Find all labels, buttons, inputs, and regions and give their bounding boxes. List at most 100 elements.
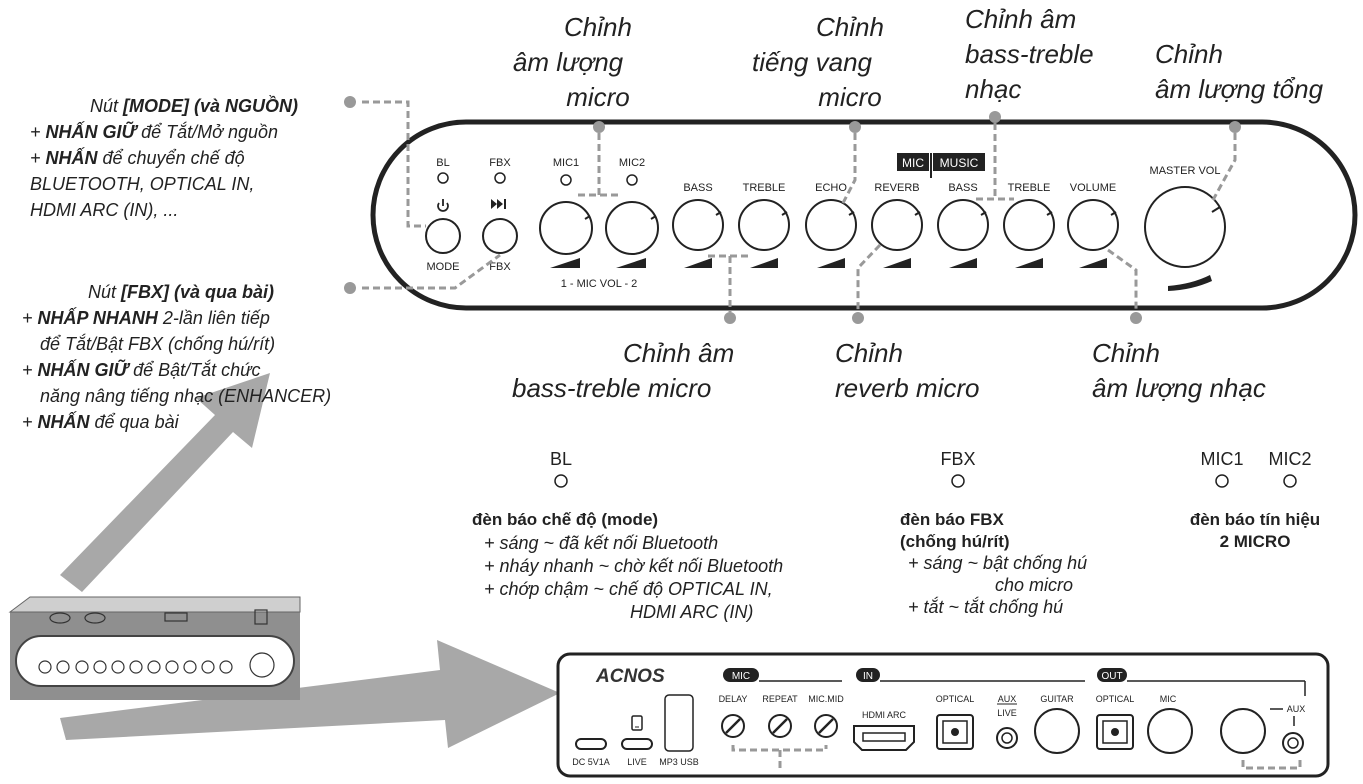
phone-icon (631, 715, 643, 731)
svg-text:MIC2: MIC2 (619, 157, 645, 169)
svg-text:AUX: AUX (1287, 704, 1306, 714)
music-tag (933, 153, 985, 171)
svg-text:cho micro: cho micro (995, 575, 1073, 595)
svg-text:BLUETOOTH, OPTICAL IN,: BLUETOOTH, OPTICAL IN, (30, 174, 254, 194)
music-volume-knob[interactable] (1067, 199, 1119, 251)
svg-text:TREBLE: TREBLE (1008, 182, 1051, 194)
svg-text:MIC: MIC (902, 156, 924, 170)
indicator-fbx: FBX đèn báo FBX (chống hú/rít) + sáng ~ … (900, 449, 1087, 617)
svg-text:Chỉnh âm: Chỉnh âm (623, 338, 734, 368)
svg-text:âm lượng: âm lượng (513, 47, 624, 77)
svg-text:Chỉnh: Chỉnh (816, 12, 884, 42)
mic-bass-knob[interactable] (672, 199, 724, 251)
mic1-volume-knob[interactable] (539, 201, 593, 255)
arrow-to-back-panel (60, 640, 560, 748)
svg-text:micro: micro (818, 82, 882, 112)
svg-text:LIVE: LIVE (627, 757, 647, 767)
svg-text:REVERB: REVERB (874, 182, 919, 194)
svg-text:bass-treble: bass-treble (965, 39, 1094, 69)
live-port (621, 738, 653, 750)
svg-text:MP3 USB: MP3 USB (659, 757, 699, 767)
mic-treble-knob[interactable] (738, 199, 790, 251)
svg-text:HDMI ARC: HDMI ARC (862, 710, 907, 720)
fbx-button[interactable] (482, 218, 518, 254)
aux-big-port (1220, 708, 1266, 754)
music-treble-knob[interactable] (1003, 199, 1055, 251)
led-mic2 (626, 174, 638, 186)
back-panel: ACNOS MIC IN OUT DC 5V1A LIVE MP3 USB DE… (556, 652, 1330, 778)
callout-mic-volume: Chỉnh âm lượng micro (513, 12, 632, 112)
callout-mic-reverb: Chỉnh reverb micro (835, 338, 979, 403)
svg-text:REPEAT: REPEAT (762, 694, 798, 704)
svg-text:AUX: AUX (998, 694, 1017, 704)
callout-music-volume: Chỉnh âm lượng nhạc (1092, 338, 1266, 403)
echo-knob[interactable] (805, 199, 857, 251)
svg-text:FBX: FBX (940, 449, 975, 469)
led-bl (437, 172, 449, 184)
svg-text:+ chớp chậm ~ chế độ OPTICAL I: + chớp chậm ~ chế độ OPTICAL IN, (484, 579, 773, 599)
svg-text:+ NHẤP NHANH 2-lần liên tiếp: + NHẤP NHANH 2-lần liên tiếp (22, 307, 270, 328)
svg-text:âm lượng nhạc: âm lượng nhạc (1092, 373, 1266, 403)
callout-mic-echo: Chỉnh tiếng vang micro (752, 12, 884, 112)
next-track-icon (491, 199, 506, 209)
leader-lines (344, 96, 1241, 324)
fbx-note: Nút [FBX] (và qua bài) + NHẤP NHANH 2-lầ… (22, 282, 331, 432)
svg-text:năng nâng tiếng nhạc (ENHANCER: năng nâng tiếng nhạc (ENHANCER) (40, 386, 331, 406)
svg-text:Chỉnh âm: Chỉnh âm (965, 4, 1076, 34)
svg-text:BL: BL (436, 157, 449, 169)
svg-text:GUITAR: GUITAR (1040, 694, 1074, 704)
svg-text:+ tắt ~ tắt chống hú: + tắt ~ tắt chống hú (908, 597, 1063, 617)
svg-text:IN: IN (863, 671, 873, 682)
svg-text:Chỉnh: Chỉnh (564, 12, 632, 42)
music-bass-knob[interactable] (937, 199, 989, 251)
svg-text:MASTER VOL: MASTER VOL (1150, 165, 1221, 177)
callout-mic-bass-treble: Chỉnh âm bass-treble micro (512, 338, 734, 403)
svg-text:MIC2: MIC2 (1268, 449, 1311, 469)
master-volume-knob[interactable] (1144, 186, 1226, 268)
svg-text:OUT: OUT (1101, 671, 1122, 682)
svg-text:đèn báo FBX: đèn báo FBX (900, 510, 1005, 529)
svg-text:MIC: MIC (732, 671, 750, 682)
mode-button[interactable] (425, 218, 461, 254)
svg-text:OPTICAL: OPTICAL (936, 694, 975, 704)
svg-text:DC 5V1A: DC 5V1A (572, 757, 610, 767)
front-panel: BL FBX MIC1 MIC2 MODE FBX 1 - MIC VOL - … (370, 119, 1358, 311)
reverb-knob[interactable] (871, 199, 923, 251)
callout-master-volume: Chỉnh âm lượng tổng (1155, 39, 1324, 104)
svg-text:ECHO: ECHO (815, 182, 847, 194)
svg-text:TREBLE: TREBLE (743, 182, 786, 194)
svg-text:Chỉnh: Chỉnh (1092, 338, 1160, 368)
mic2-volume-knob[interactable] (605, 201, 659, 255)
svg-text:MODE: MODE (427, 261, 460, 273)
arrow-to-front-panel (60, 373, 270, 592)
svg-text:MUSIC: MUSIC (940, 156, 979, 170)
svg-text:HDMI ARC (IN): HDMI ARC (IN) (630, 602, 753, 622)
svg-text:MIC1: MIC1 (553, 157, 579, 169)
guitar-port (1034, 708, 1080, 754)
hdmi-port (853, 725, 915, 751)
indicator-mic: MIC1 MIC2 đèn báo tín hiệu 2 MICRO (1190, 449, 1320, 551)
svg-text:OPTICAL: OPTICAL (1096, 694, 1135, 704)
svg-text:HDMI ARC (IN), ...: HDMI ARC (IN), ... (30, 200, 178, 220)
svg-text:đèn báo chế độ (mode): đèn báo chế độ (mode) (472, 510, 658, 529)
svg-text:MIC1: MIC1 (1200, 449, 1243, 469)
svg-text:bass-treble micro: bass-treble micro (512, 373, 711, 403)
svg-text:+ nháy nhanh ~ chờ kết nối Blu: + nháy nhanh ~ chờ kết nối Bluetooth (484, 556, 783, 576)
led-mic1 (560, 174, 572, 186)
svg-text:MIC.MID: MIC.MID (808, 694, 844, 704)
svg-text:FBX: FBX (489, 157, 511, 169)
svg-text:BL: BL (550, 449, 572, 469)
svg-text:reverb micro: reverb micro (835, 373, 979, 403)
svg-text:1 - MIC VOL - 2: 1 - MIC VOL - 2 (561, 278, 638, 290)
indicator-bl: BL đèn báo chế độ (mode) + sáng ~ đã kết… (472, 449, 783, 622)
svg-text:nhạc: nhạc (965, 74, 1021, 104)
mic-port (1147, 708, 1193, 754)
svg-text:micro: micro (566, 82, 630, 112)
svg-text:đèn báo tín hiệu: đèn báo tín hiệu (1190, 510, 1320, 529)
svg-text:+ sáng ~ đã kết nối Bluetooth: + sáng ~ đã kết nối Bluetooth (484, 533, 718, 553)
led-fbx (494, 172, 506, 184)
brand-logo: ACNOS (595, 666, 665, 687)
svg-text:BASS: BASS (683, 182, 712, 194)
device-thumbnail (8, 596, 301, 700)
